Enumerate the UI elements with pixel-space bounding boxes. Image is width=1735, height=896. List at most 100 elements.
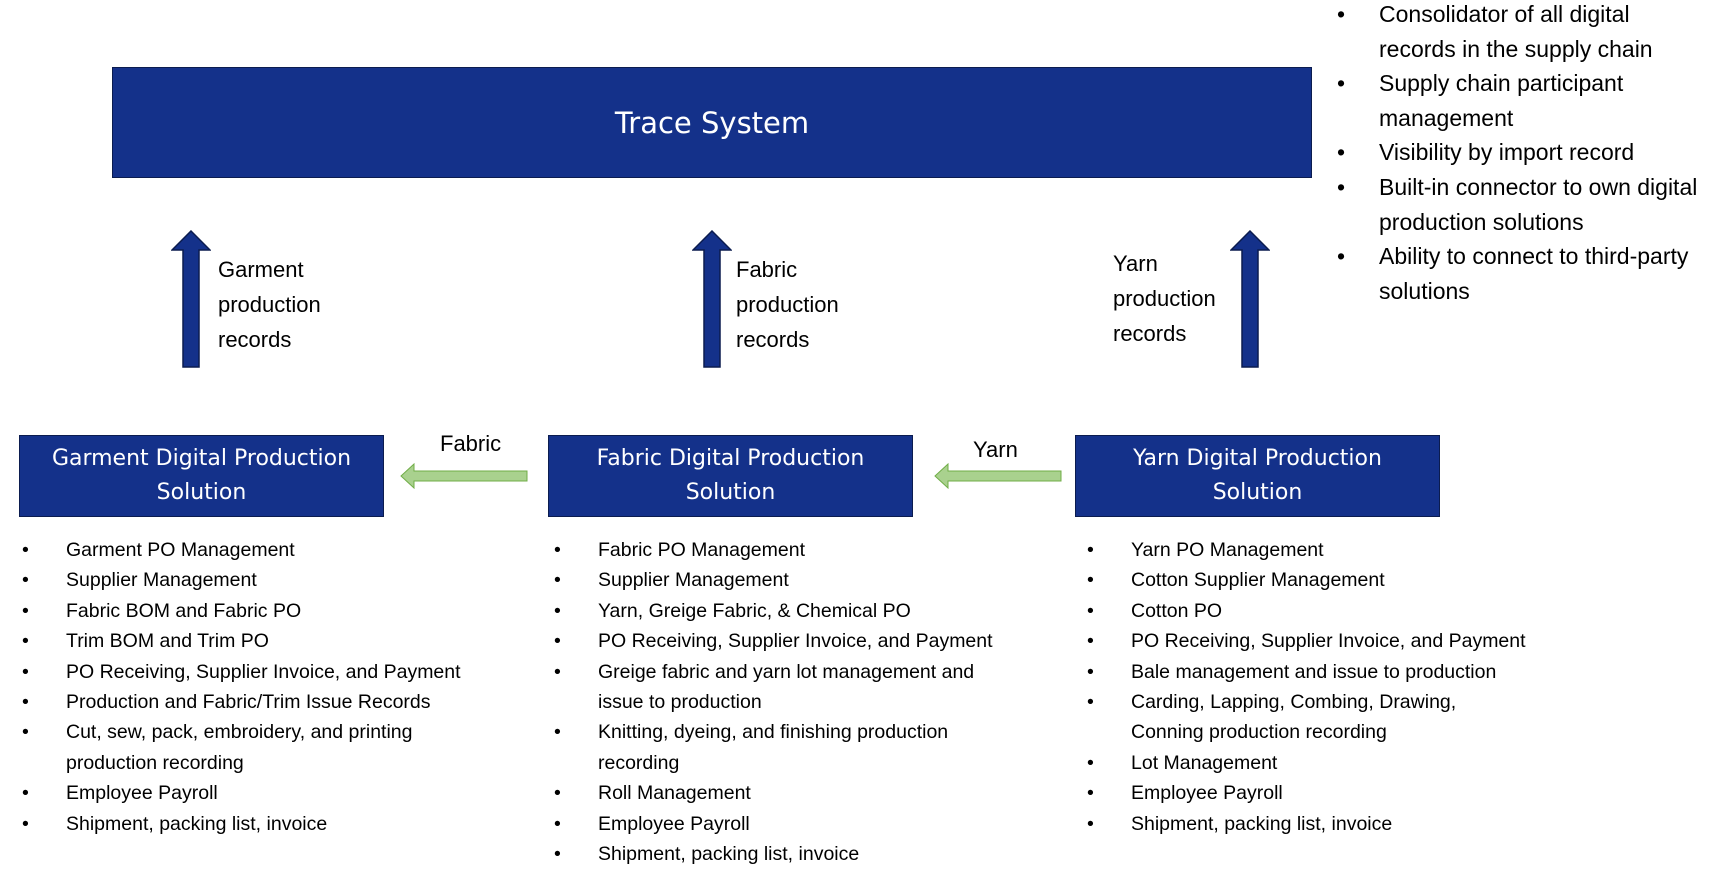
- bullet: •: [22, 721, 29, 744]
- list-item: • Knitting, dyeing, and finishing product…: [554, 717, 998, 778]
- bullet: •: [554, 569, 561, 592]
- list-item: • Shipment, packing list, invoice: [1087, 809, 1531, 839]
- list-item-text: Garment PO Management: [66, 539, 295, 561]
- list-item: • Greige fabric and yarn lot management a…: [554, 657, 998, 718]
- bullet: •: [1087, 691, 1094, 714]
- bullet: •: [22, 569, 29, 592]
- fabric-features-list: • Fabric PO Management • Supplier Managemen…: [554, 535, 998, 869]
- bullet: •: [1087, 569, 1094, 592]
- bullet: •: [554, 539, 561, 561]
- list-item: • Garment PO Management: [22, 535, 466, 565]
- list-item: • Supplier Management: [554, 565, 998, 595]
- left-arrow-icon: [934, 463, 1062, 489]
- list-item-text: Cotton Supplier Management: [1131, 569, 1385, 592]
- list-item-text: Carding, Lapping, Combing, Drawing, Conn…: [1131, 691, 1457, 744]
- bullet: •: [554, 630, 561, 653]
- list-item: •Consolidator of all digital records in …: [1337, 1, 1653, 62]
- list-item-text: Fabric PO Management: [598, 539, 806, 561]
- list-item: •Supply chain participant management: [1337, 70, 1624, 131]
- yarn-flow-label: Yarn: [973, 437, 1018, 462]
- list-item-text: Supplier Management: [66, 569, 257, 592]
- bullet: •: [554, 843, 561, 866]
- bullet: •: [554, 812, 561, 835]
- bullet: •: [1087, 630, 1094, 653]
- list-item: • Production and Fabric/Trim Issue Record…: [22, 687, 466, 717]
- list-item: • Yarn PO Management: [1087, 535, 1531, 565]
- list-item: • Cotton Supplier Management: [1087, 565, 1531, 595]
- bullet: •: [554, 782, 561, 805]
- list-item: •Built-in connector to own digital produ…: [1337, 173, 1698, 235]
- list-item-text: Greige fabric and yarn lot management an…: [598, 660, 975, 714]
- list-item: • Supplier Management: [22, 565, 466, 595]
- yarn-features-list: • Yarn PO Management • Cotton Supplier Mana…: [1087, 535, 1531, 839]
- list-item-text: Shipment, packing list, invoice: [1131, 812, 1393, 835]
- bullet: •: [554, 660, 561, 683]
- list-item-text: Lot Management: [1131, 751, 1278, 774]
- list-item: • Employee Payroll: [22, 778, 466, 808]
- garment-features-list: • Garment PO Management • Supplier Manageme…: [22, 535, 466, 839]
- list-item: • Shipment, packing list, invoice: [22, 809, 466, 839]
- bullet: •: [1087, 599, 1094, 622]
- bullet: •: [22, 630, 29, 653]
- list-item: • PO Receiving, Supplier Invoice, and Pay…: [554, 626, 998, 656]
- list-item-text: Yarn PO Management: [1131, 539, 1324, 561]
- list-item: • Roll Management: [554, 778, 998, 808]
- fabric-flow-label: Fabric: [440, 431, 502, 456]
- bullet: •: [22, 691, 29, 714]
- list-item-text: Fabric BOM and Fabric PO: [66, 599, 302, 622]
- trace-system-title: Trace System: [614, 105, 810, 140]
- bullet: •: [1087, 782, 1094, 805]
- list-item: • Fabric PO Management: [554, 535, 998, 565]
- bullet: •: [1087, 660, 1094, 683]
- list-item-text: Shipment, packing list, invoice: [598, 843, 860, 866]
- list-item-text: PO Receiving, Supplier Invoice, and Paym…: [598, 630, 993, 653]
- list-item-text: Trim BOM and Trim PO: [66, 630, 269, 653]
- bullet: •: [22, 599, 29, 622]
- bullet: •: [22, 812, 29, 835]
- list-item: • Employee Payroll: [1087, 778, 1531, 808]
- list-item: • Shipment, packing list, invoice: [554, 839, 998, 869]
- bullet: •: [554, 721, 561, 744]
- bullet: •: [1087, 539, 1094, 561]
- bullet: •: [1087, 812, 1094, 835]
- trace-system-box: Trace System: [112, 67, 1312, 178]
- list-item: • Fabric BOM and Fabric PO: [22, 596, 466, 626]
- list-item: • Yarn, Greige Fabric, & Chemical PO: [554, 596, 998, 626]
- list-item-text: Production and Fabric/Trim Issue Records: [66, 691, 431, 714]
- up-arrow-icon: [692, 230, 732, 368]
- list-item: •Bale management and issue to production: [1087, 657, 1531, 687]
- list-item-text: Knitting, dyeing, and finishing producti…: [598, 721, 949, 774]
- bullet: •: [554, 599, 561, 622]
- list-item-text: Cotton PO: [1131, 599, 1223, 622]
- list-item: •Visibility by import record: [1337, 139, 1635, 166]
- list-item: • Carding, Lapping, Combing, Drawing, Con…: [1087, 687, 1531, 748]
- list-item-text: Roll Management: [598, 782, 751, 805]
- list-item-text: PO Receiving, Supplier Invoice, and Paym…: [1131, 630, 1526, 653]
- bullet: •: [22, 782, 29, 805]
- left-arrow-icon: [400, 463, 528, 489]
- list-item-text: Yarn, Greige Fabric, & Chemical PO: [598, 599, 911, 622]
- up-arrow-icon: [1230, 230, 1270, 368]
- list-item-text: Employee Payroll: [1131, 782, 1283, 805]
- list-item: • PO Receiving, Supplier Invoice, and Pay…: [1087, 626, 1531, 656]
- list-item-text: Cut, sew, pack, embroidery, and printing…: [66, 721, 413, 774]
- bullet: •: [22, 539, 29, 561]
- list-item: • PO Receiving, Supplier Invoice, and Pay…: [22, 657, 466, 687]
- list-item-text: Employee Payroll: [66, 782, 218, 805]
- bullet: •: [1087, 751, 1094, 774]
- list-item-text: Supplier Management: [598, 569, 789, 592]
- up-arrow-icon: [171, 230, 211, 368]
- bullet: •: [22, 660, 29, 683]
- list-item-text: Shipment, packing list, invoice: [66, 812, 328, 835]
- list-item: • Cotton PO: [1087, 596, 1531, 626]
- list-item: •Ability to connect to third-party solut…: [1337, 243, 1689, 304]
- list-item-text: Employee Payroll: [598, 812, 750, 835]
- list-item: • Lot Management: [1087, 748, 1531, 778]
- list-item-text: PO Receiving, Supplier Invoice, and Paym…: [66, 660, 461, 683]
